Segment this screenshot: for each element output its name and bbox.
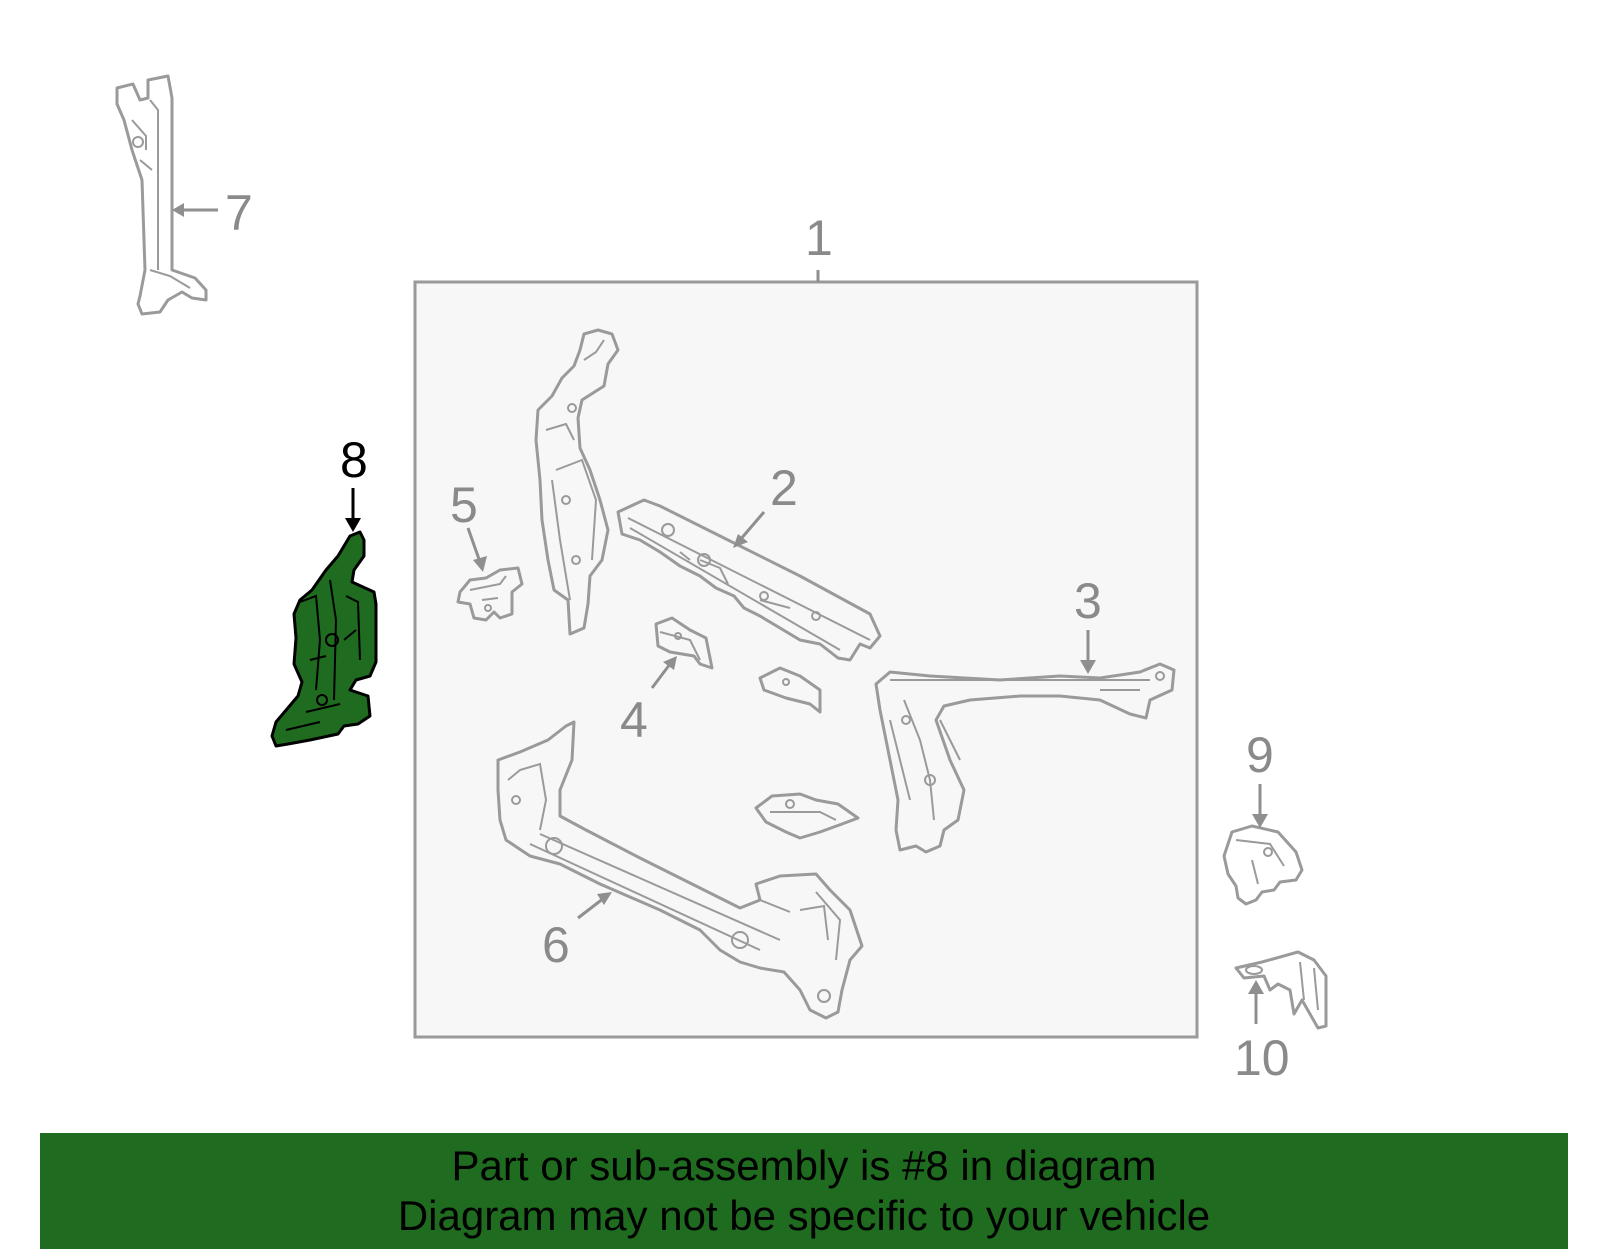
callout-arrow-2 <box>733 534 748 548</box>
callout-label-10: 10 <box>1234 1030 1290 1086</box>
callout-arrow-9 <box>1252 814 1268 828</box>
banner-line-1: Part or sub-assembly is #8 in diagram <box>451 1142 1157 1189</box>
part-7-support[interactable] <box>115 74 208 316</box>
callout-arrow-10 <box>1248 980 1264 994</box>
part-2-upper-crossmember[interactable] <box>616 498 882 662</box>
callout-arrow-4 <box>663 656 677 670</box>
part-3-right-support[interactable] <box>874 662 1176 854</box>
upper-left-support[interactable] <box>534 328 620 636</box>
callout-leader-6 <box>577 896 605 920</box>
callout-arrow-7 <box>172 203 184 217</box>
callout-label-6: 6 <box>542 917 570 973</box>
callout-arrow-6 <box>597 892 612 905</box>
part-6-lower-crossmember[interactable] <box>496 720 864 1020</box>
callout-label-4: 4 <box>620 692 648 748</box>
part-4-bracket[interactable] <box>654 616 714 670</box>
info-banner: Part or sub-assembly is #8 in diagram Di… <box>40 1133 1568 1249</box>
middle-bracket[interactable] <box>754 792 860 840</box>
callout-label-9: 9 <box>1246 727 1274 783</box>
callout-arrow-8 <box>345 518 361 532</box>
assembly-box <box>413 280 1199 1039</box>
callout-arrow-5 <box>473 556 487 572</box>
banner-line-2: Diagram may not be specific to your vehi… <box>397 1192 1211 1239</box>
callout-label-2: 2 <box>770 460 798 516</box>
callout-leader-4 <box>650 663 672 689</box>
callout-label-3: 3 <box>1074 573 1102 629</box>
part-9-mount[interactable] <box>1222 824 1304 906</box>
part-8-side-panel[interactable] <box>270 530 378 748</box>
part-5-bracket[interactable] <box>456 566 524 622</box>
callout-label-7: 7 <box>225 185 253 241</box>
part-10-bracket[interactable] <box>1234 950 1328 1030</box>
callout-label-5: 5 <box>450 477 478 533</box>
small-bracket[interactable] <box>758 666 822 714</box>
callout-arrow-3 <box>1080 660 1096 674</box>
callout-leader-2 <box>738 511 766 541</box>
callout-leader-5 <box>466 527 482 563</box>
callout-label-8: 8 <box>340 432 368 488</box>
callout-label-1: 1 <box>805 210 833 266</box>
